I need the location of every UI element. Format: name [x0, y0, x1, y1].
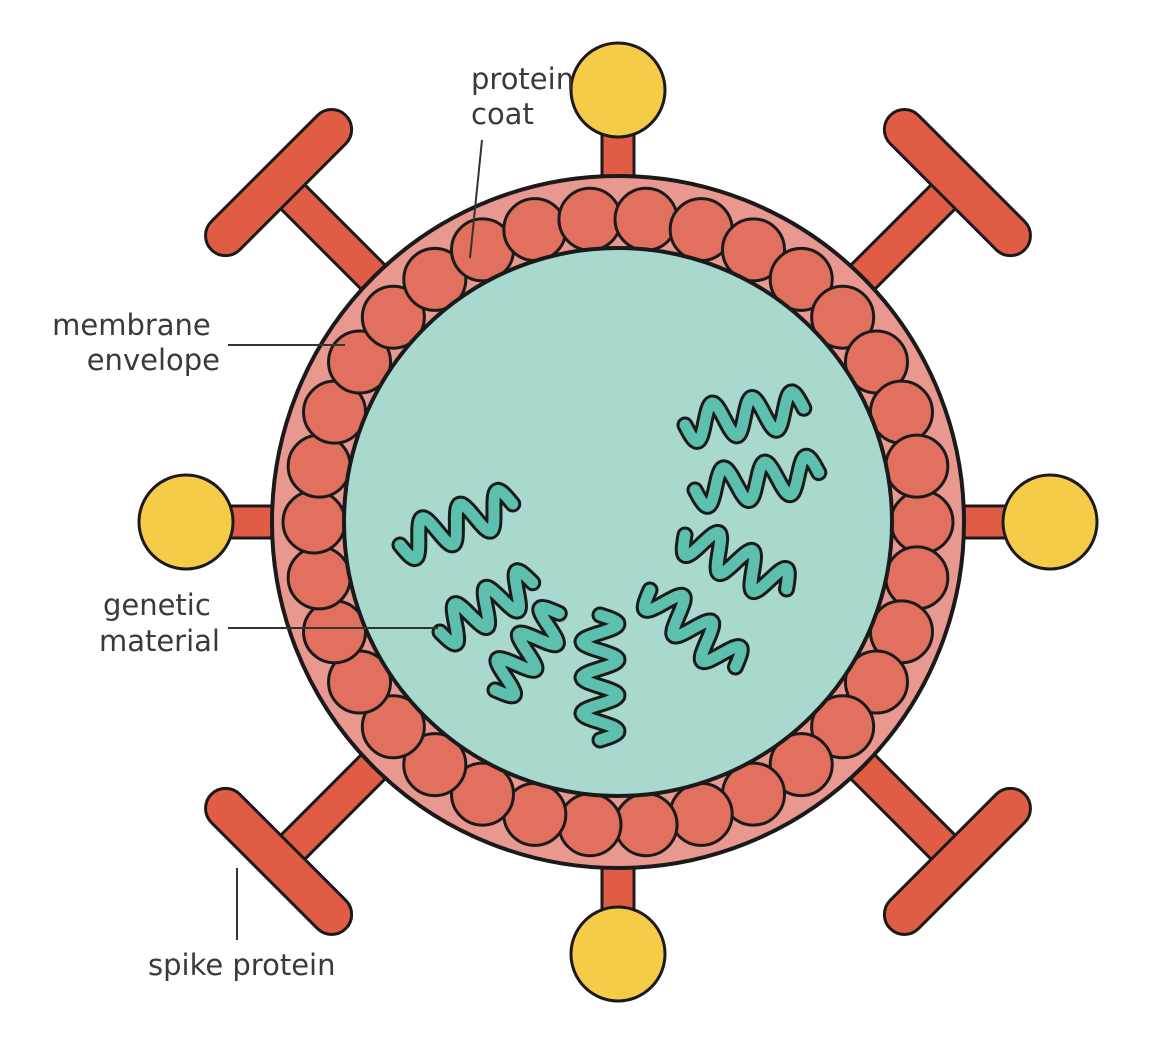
coat-scallop: [810, 284, 876, 350]
coat-scallop: [721, 217, 787, 283]
protein-coat-label-line2: coat: [471, 97, 534, 131]
spike-protein-label: spike protein: [148, 948, 335, 982]
protein-coat-label: protein coat: [471, 62, 583, 131]
coat-scallop: [613, 186, 679, 252]
coat-scallop: [884, 433, 950, 499]
coat-scallop: [360, 694, 426, 760]
coat-scallop: [768, 732, 834, 798]
rna-strand-fill: [677, 526, 794, 598]
rna-strand-fill: [638, 584, 747, 673]
coat-scallop: [502, 197, 568, 263]
protein-coat-label-line1: protein: [471, 62, 574, 96]
rna-strand-fill: [434, 565, 539, 650]
rna-strand-4: [431, 562, 542, 653]
coat-scallop: [286, 545, 352, 611]
rna-strand-6: [573, 606, 627, 749]
rna-strand-0: [676, 383, 813, 450]
coat-scallop: [327, 329, 393, 395]
membrane-envelope-label-line2: envelope: [87, 343, 220, 377]
genetic-material-label: genetic material: [99, 588, 220, 658]
coat-scallop: [402, 732, 468, 798]
spike-t-bar: [204, 786, 354, 936]
coat-scallop: [868, 379, 934, 445]
coat-scallop: [286, 433, 352, 499]
rna-strand-5: [486, 598, 568, 705]
spike-knob-1: [936, 473, 1099, 571]
rna-strand-fill: [576, 609, 624, 746]
rna-strand-fill: [689, 450, 825, 512]
coat-scallop: [843, 649, 909, 715]
spike-t-bar: [882, 786, 1032, 936]
coat-scallop: [668, 781, 734, 847]
coat-scallop: [889, 489, 955, 555]
membrane-envelope-label: membrane envelope: [52, 308, 220, 377]
membrane-envelope-label-line1: membrane: [52, 308, 211, 342]
spike-knob-head: [569, 905, 667, 1003]
spike-knob-head: [569, 41, 667, 139]
leader-lines: [228, 139, 483, 940]
coat-scallop: [557, 792, 623, 858]
coat-scallop: [449, 761, 515, 827]
rna-strand-fill: [489, 601, 565, 702]
coat-scallop: [613, 792, 679, 858]
rna-strand-fill: [394, 484, 519, 565]
rna-strand-2: [674, 523, 797, 601]
coat-scallop: [402, 246, 468, 312]
rna-strand-3: [391, 481, 522, 568]
spike-t-bar: [882, 108, 1032, 258]
capsid-core: [342, 246, 894, 798]
protein-coat-leader: [469, 139, 483, 259]
coat-scallop: [302, 599, 368, 665]
spike-knob-head: [1001, 473, 1099, 571]
spike-t-bar: [204, 108, 354, 258]
rna-strand-fill: [679, 386, 810, 447]
rna-strand-1: [686, 447, 828, 515]
coat-scallop: [768, 246, 834, 312]
coat-scallop: [810, 694, 876, 760]
genetic-material-strands: [391, 383, 828, 749]
coat-scallop: [884, 545, 950, 611]
rna-strand-7: [635, 581, 750, 676]
genetic-material-label-line2: material: [99, 624, 220, 658]
spike-knob-head: [137, 473, 235, 571]
coat-scallop: [281, 489, 347, 555]
genetic-material-label-line1: genetic: [103, 588, 211, 622]
coat-scallop: [557, 186, 623, 252]
coat-scallop: [360, 284, 426, 350]
